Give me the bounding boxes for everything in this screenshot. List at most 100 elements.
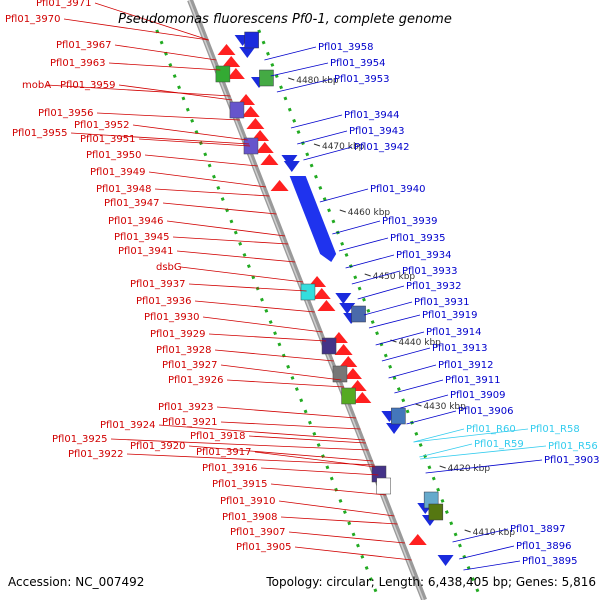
accession-text: Accession: NC_007492 (8, 575, 144, 589)
reverse-gene-label: Pfl01_3913 (432, 343, 488, 354)
forward-gene-label: Pfl01_3941 (118, 246, 174, 257)
forward-leader (94, 2, 209, 41)
forward-leader (270, 483, 387, 496)
forward-gene-arrow (246, 118, 265, 129)
ruler-tick (415, 403, 422, 407)
forward-leader (202, 316, 323, 333)
reverse-leader (463, 560, 521, 571)
forward-gene-block (300, 283, 316, 301)
reverse-leader (338, 237, 389, 252)
forward-gene-block (376, 477, 391, 495)
forward-leader (114, 44, 217, 61)
reverse-gene-block (428, 503, 444, 521)
reverse-leader (303, 146, 353, 161)
reverse-leader (425, 459, 543, 474)
forward-leader (180, 266, 304, 283)
reverse-gene-label: Pfl01_3932 (406, 281, 462, 292)
forward-gene-label: Pfl01_3915 (212, 479, 268, 490)
reverse-gene-block (391, 407, 406, 425)
reverse-gene-label: Pfl01_3906 (458, 406, 514, 417)
reverse-gene-label: Pfl01_3940 (370, 184, 426, 195)
reverse-leader (413, 428, 529, 443)
reverse-leader (420, 445, 547, 460)
forward-gene-label: Pfl01_3963 (50, 58, 106, 69)
reverse-gene-label: Pfl01_3935 (390, 233, 446, 244)
reverse-gene-label: Pfl01_3953 (334, 74, 390, 85)
ruler-label: 4460 kbp (348, 208, 391, 218)
reverse-leader (413, 428, 465, 443)
ruler-label: 4450 kbp (373, 272, 416, 282)
reverse-gene-label: Pfl01_3933 (402, 266, 458, 277)
reverse-gene-arrow (437, 555, 454, 566)
ruler-tick (339, 209, 346, 213)
ruler-tick (313, 143, 321, 147)
reverse-gene-label: Pfl01_R60 (466, 424, 516, 435)
forward-gene-arrow (317, 300, 336, 311)
forward-gene-block (332, 365, 348, 383)
forward-gene-arrow (260, 154, 279, 165)
forward-gene-block (321, 337, 337, 355)
forward-leader (108, 62, 221, 71)
reverse-gene-label: Pfl01_R58 (530, 424, 580, 435)
forward-leader (126, 453, 375, 466)
leader-layer (46, 2, 547, 571)
ruler-label: 4480 kbp (296, 76, 339, 86)
forward-gene-label: Pfl01_3910 (220, 496, 276, 507)
reverse-leader (406, 410, 457, 425)
forward-gene-arrow (241, 106, 260, 117)
forward-leader (176, 250, 296, 263)
forward-leader (260, 467, 379, 476)
reverse-leader (351, 270, 401, 285)
forward-leader (172, 236, 289, 245)
reverse-leader (452, 528, 509, 543)
reverse-gene-label: Pfl01_3911 (445, 375, 501, 386)
reverse-gene-label: Pfl01_3958 (318, 42, 374, 53)
forward-leader (214, 349, 334, 362)
forward-gene-label: Pfl01_3924 (100, 420, 156, 431)
reverse-gene-label: Pfl01_3954 (330, 58, 386, 69)
forward-gene-block (229, 101, 245, 119)
ruler-tick (464, 529, 471, 533)
reverse-gene-label: Pfl01_R56 (548, 441, 598, 452)
forward-leader (158, 424, 365, 441)
forward-leader (226, 379, 345, 388)
forward-gene-label: Pfl01_3970 (5, 14, 61, 25)
forward-leader (46, 84, 231, 97)
forward-gene-label: Pfl01_3945 (114, 232, 170, 243)
reverse-gene-arrow (283, 161, 300, 172)
forward-leader (208, 333, 327, 342)
forward-leader (96, 112, 240, 121)
reverse-gene-label: Pfl01_3903 (544, 455, 600, 466)
reverse-gene-label: Pfl01_R59 (474, 439, 524, 450)
forward-gene-label: Pfl01_3929 (150, 329, 206, 340)
forward-gene-arrow (226, 68, 245, 79)
reverse-gene-label: Pfl01_3939 (382, 216, 438, 227)
forward-gene-label: mobA (22, 80, 51, 91)
reverse-gene-label: Pfl01_3931 (414, 297, 470, 308)
forward-gene-label: Pfl01_3908 (222, 512, 278, 523)
ruler-tick (288, 77, 295, 81)
reverse-gene-long (289, 176, 337, 262)
forward-leader (154, 188, 270, 197)
forward-gene-label: Pfl01_3928 (156, 345, 212, 356)
reverse-leader (332, 220, 381, 235)
forward-leader (288, 531, 405, 544)
reverse-leader (368, 314, 421, 329)
reverse-leader (270, 62, 329, 77)
reverse-leader (375, 331, 425, 346)
forward-leader (278, 500, 395, 517)
reverse-gene-label: Pfl01_3934 (396, 250, 452, 261)
forward-gene-arrow (353, 392, 372, 403)
reverse-leader (345, 254, 395, 269)
forward-gene-label: Pfl01_3947 (104, 198, 160, 209)
map-title: Pseudomonas fluorescens Pf0-1, complete … (118, 12, 452, 27)
forward-leader (280, 516, 398, 525)
forward-gene-label: Pfl01_3916 (202, 463, 258, 474)
forward-leader (162, 202, 277, 215)
forward-leader (194, 300, 315, 313)
reverse-leader (319, 188, 369, 203)
reverse-leader (419, 443, 473, 458)
